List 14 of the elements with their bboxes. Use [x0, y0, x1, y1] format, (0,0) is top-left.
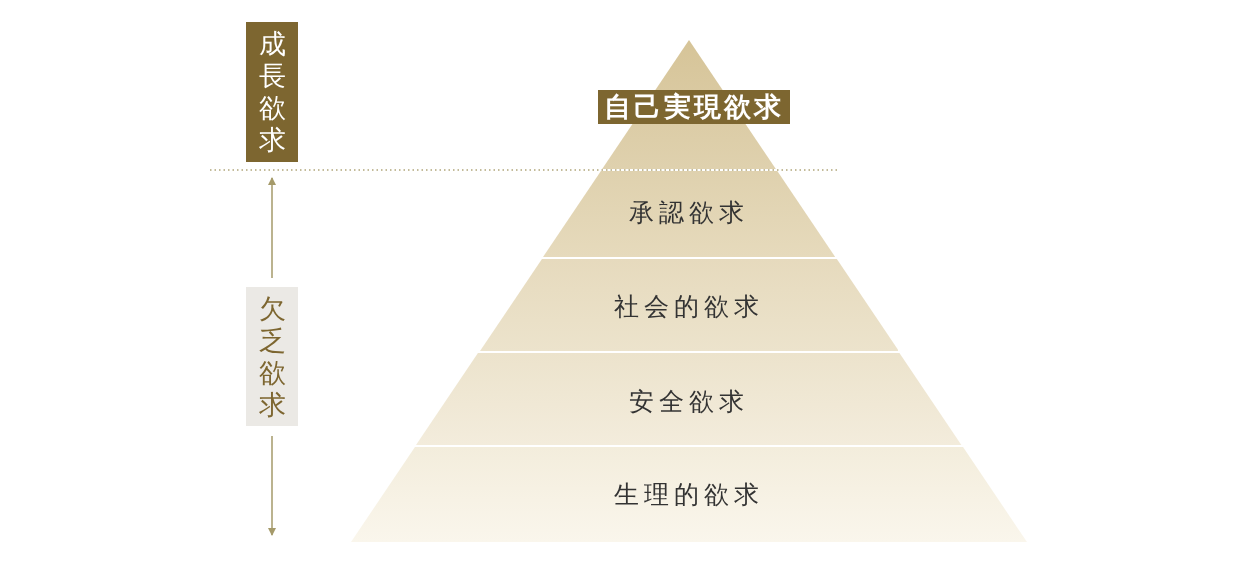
category-label: 欠乏欲求	[258, 292, 286, 421]
category-label: 成長欲求	[258, 28, 286, 156]
pyramid-layer	[598, 40, 790, 169]
label-box	[246, 22, 298, 162]
layer-label: 生理的欲求	[613, 479, 765, 511]
pyramid-layer	[542, 171, 836, 257]
pyramid-layer	[479, 259, 899, 351]
layer-title: 自己実現欲求	[598, 90, 790, 124]
layer-label: 承認欲求	[628, 197, 750, 229]
layer-label: 安全欲求	[628, 386, 750, 418]
pyramid-layer	[416, 353, 962, 445]
layer-label: 社会的欲求	[613, 291, 765, 323]
label-box	[246, 287, 298, 426]
pyramid-layer	[351, 447, 1027, 542]
